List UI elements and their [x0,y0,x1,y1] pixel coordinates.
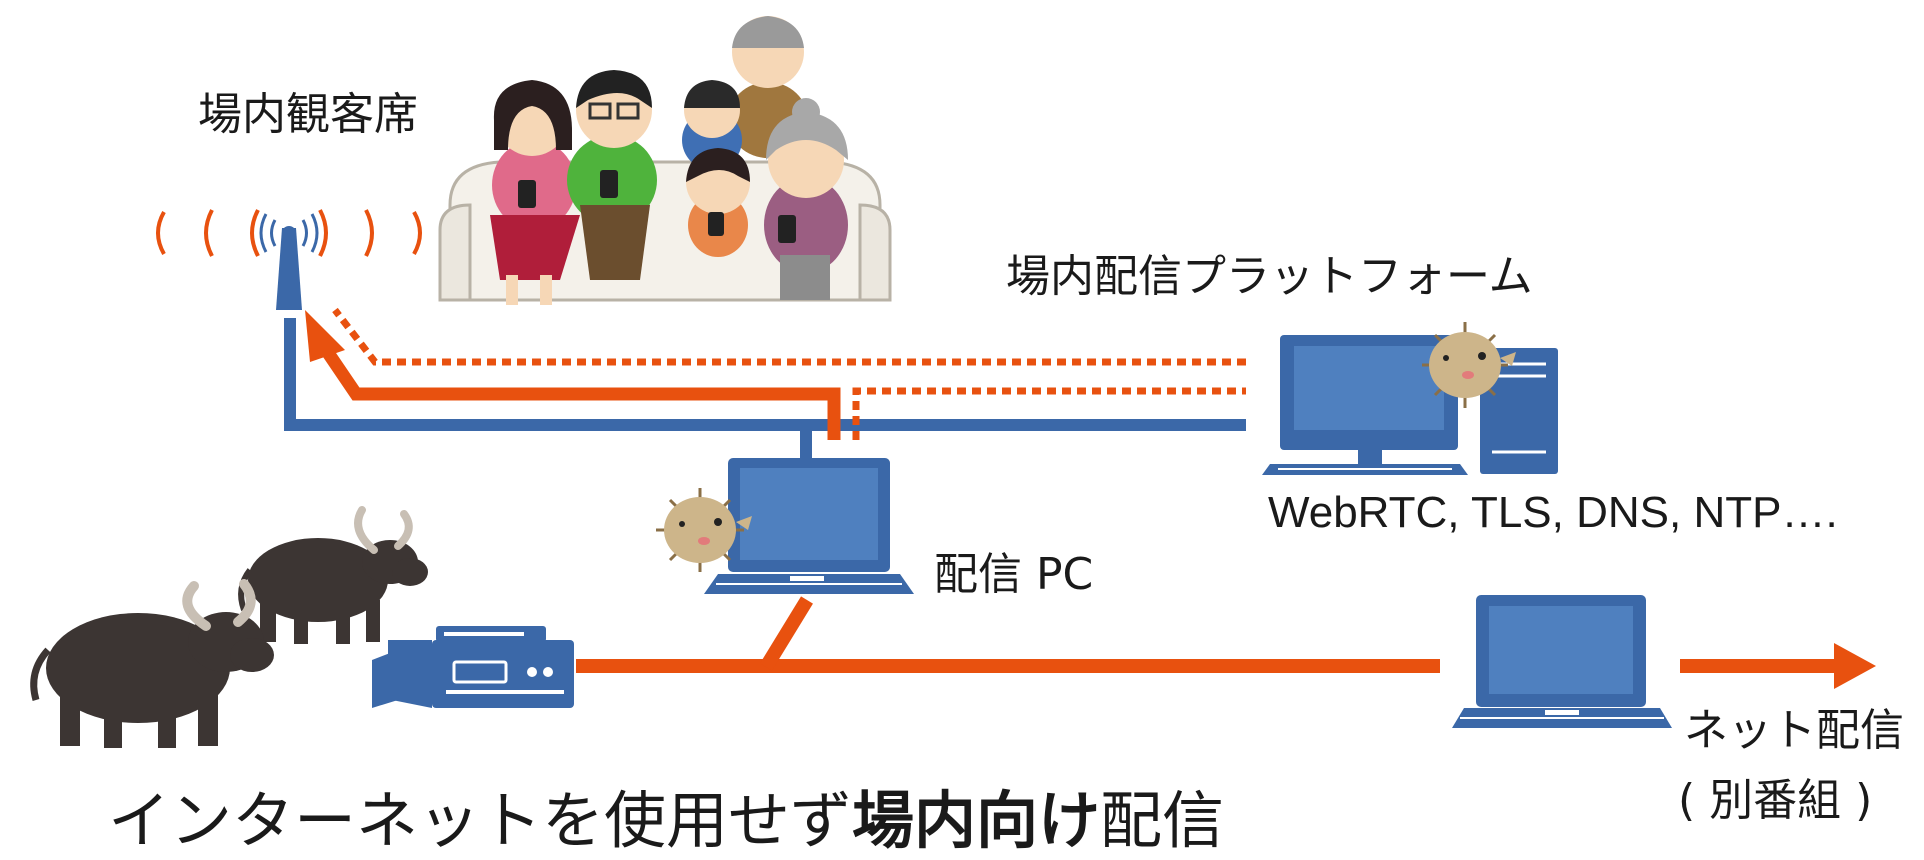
net-stream-label: ネット配信 [1684,705,1904,756]
caption-part-2: 配信 [1100,784,1225,857]
diagram-caption: インターネットを使用せず場内向け配信 [108,770,1224,860]
bull-icon [30,579,274,748]
camera-to-pc-branch [760,596,813,671]
diagram-canvas [30,16,1876,748]
streaming-diagram: 場内観客席 場内配信プラットフォーム WebRTC, TLS, DNS, NTP… [30,16,1904,857]
arrow-right-icon [1834,643,1876,689]
platform-stream-dotted-2 [852,387,1246,440]
caption-emphasis: 場内向け [852,784,1101,857]
wifi-antenna-icon [156,209,422,310]
streaming-pc-label: 配信 PC [934,549,1094,600]
lan-line-blue [284,318,1246,431]
platform-stream-dotted-1 [332,307,1246,366]
bull-icon [238,506,428,644]
arrowhead-antenna [305,310,345,362]
desktop-computer-icon [1262,335,1558,475]
platform-label: 場内配信プラットフォーム [1006,251,1533,302]
audience-icon [438,16,892,305]
audience-label: 場内観客席 [198,89,418,140]
protocols-label: WebRTC, TLS, DNS, NTP…. [1268,488,1838,537]
laptop-icon [1452,595,1672,728]
pufferfish-icon [1422,322,1516,408]
laptop-icon [704,458,914,594]
video-camera-icon [372,626,574,708]
pufferfish-icon [656,488,752,572]
stream-to-antenna-line [312,334,841,440]
caption-part-1: インターネットを使用せず [108,784,853,857]
separate-program-label: ( 別番組 ) [1678,775,1873,826]
